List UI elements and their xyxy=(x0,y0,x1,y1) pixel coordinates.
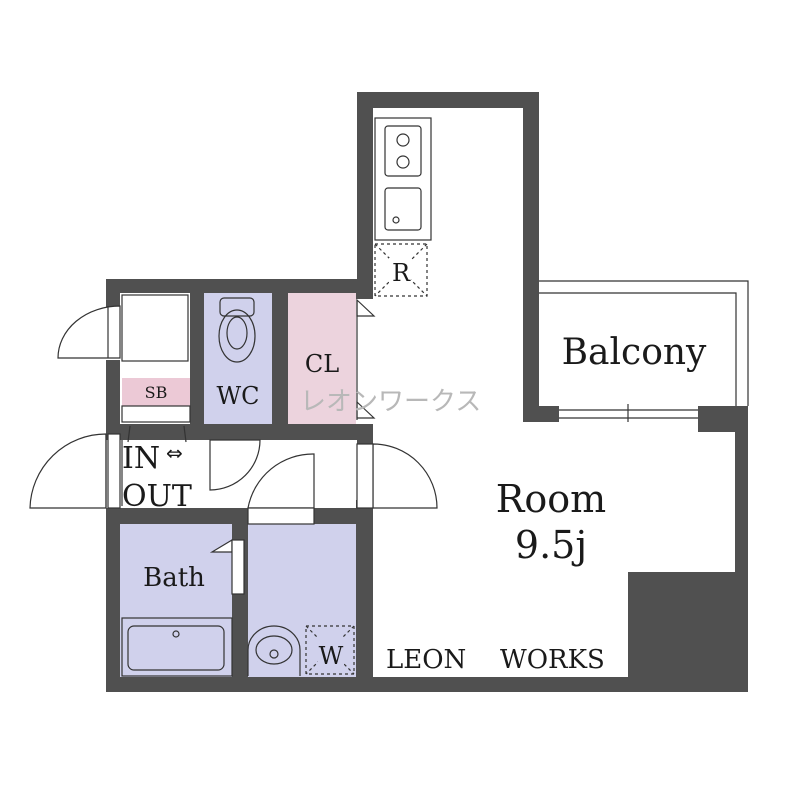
refrigerator-label: R xyxy=(392,259,411,287)
wall-kitchen-left xyxy=(357,92,373,292)
room-label: Room xyxy=(496,477,606,521)
walls xyxy=(106,92,748,692)
burner-icon xyxy=(396,155,410,169)
watermark: レオンワークス xyxy=(300,387,481,417)
wall-bottom xyxy=(106,677,748,692)
wall-window-left xyxy=(523,406,559,422)
entrance-arrow-icon: ⇔ xyxy=(166,441,183,465)
wc-label: WC xyxy=(216,382,259,410)
wc-fill xyxy=(204,292,272,424)
wall-bath-divider xyxy=(232,508,248,692)
shoe-box-fill xyxy=(122,378,190,406)
wall-cl-right xyxy=(356,279,373,299)
burner-icon xyxy=(396,133,410,147)
brand-mark: LEON WORKS xyxy=(386,645,605,675)
wall-wing-left-top xyxy=(106,279,120,307)
balcony-label: Balcony xyxy=(562,332,707,373)
wall-corner-block xyxy=(628,572,748,692)
wall-wc-right xyxy=(272,279,288,439)
sink-icon xyxy=(384,187,422,231)
refrigerator-space xyxy=(374,243,428,297)
wall-mid-horizontal xyxy=(106,424,373,440)
entrance-in-label: IN xyxy=(122,441,160,476)
wall-room-right-upper xyxy=(523,92,539,422)
closet-label: CL xyxy=(305,350,339,378)
hall-doors xyxy=(209,439,438,525)
wall-wc-left xyxy=(190,279,204,439)
storage-unit xyxy=(57,294,189,362)
toilet-icon xyxy=(218,297,256,363)
washroom-fixtures xyxy=(247,625,355,676)
washer-label: W xyxy=(319,642,344,670)
kitchen xyxy=(374,117,432,297)
room-fills xyxy=(120,292,356,678)
bath-fill xyxy=(120,524,232,678)
brand-right: WORKS xyxy=(500,645,605,675)
wall-wing-top xyxy=(106,279,373,293)
closet-doors xyxy=(356,298,376,420)
entrance-area xyxy=(29,405,191,509)
brand-left: LEON xyxy=(386,645,466,675)
room-size-label: 9.5j xyxy=(515,523,587,567)
balcony-outline xyxy=(539,280,749,422)
bath-label: Bath xyxy=(143,563,205,593)
wall-bath-top-left xyxy=(106,508,248,524)
wall-kitchen-top xyxy=(357,92,539,108)
wall-wing-left-low xyxy=(106,508,120,692)
washbasin-icon xyxy=(247,625,301,676)
wall-hall-right xyxy=(357,424,373,444)
stove-icon xyxy=(374,117,432,241)
wall-wash-right xyxy=(356,508,373,692)
bath-fixtures xyxy=(121,538,245,677)
closet-fill xyxy=(288,292,356,424)
bathtub-icon xyxy=(121,617,233,677)
shoe-box-label: SB xyxy=(145,383,168,402)
wall-wing-left-mid xyxy=(106,360,120,434)
entrance-out-label: OUT xyxy=(122,479,192,514)
room-labels: Balcony Room 9.5j WC CL SB IN ⇔ OUT Bath… xyxy=(122,259,707,670)
washer-space xyxy=(305,625,355,675)
